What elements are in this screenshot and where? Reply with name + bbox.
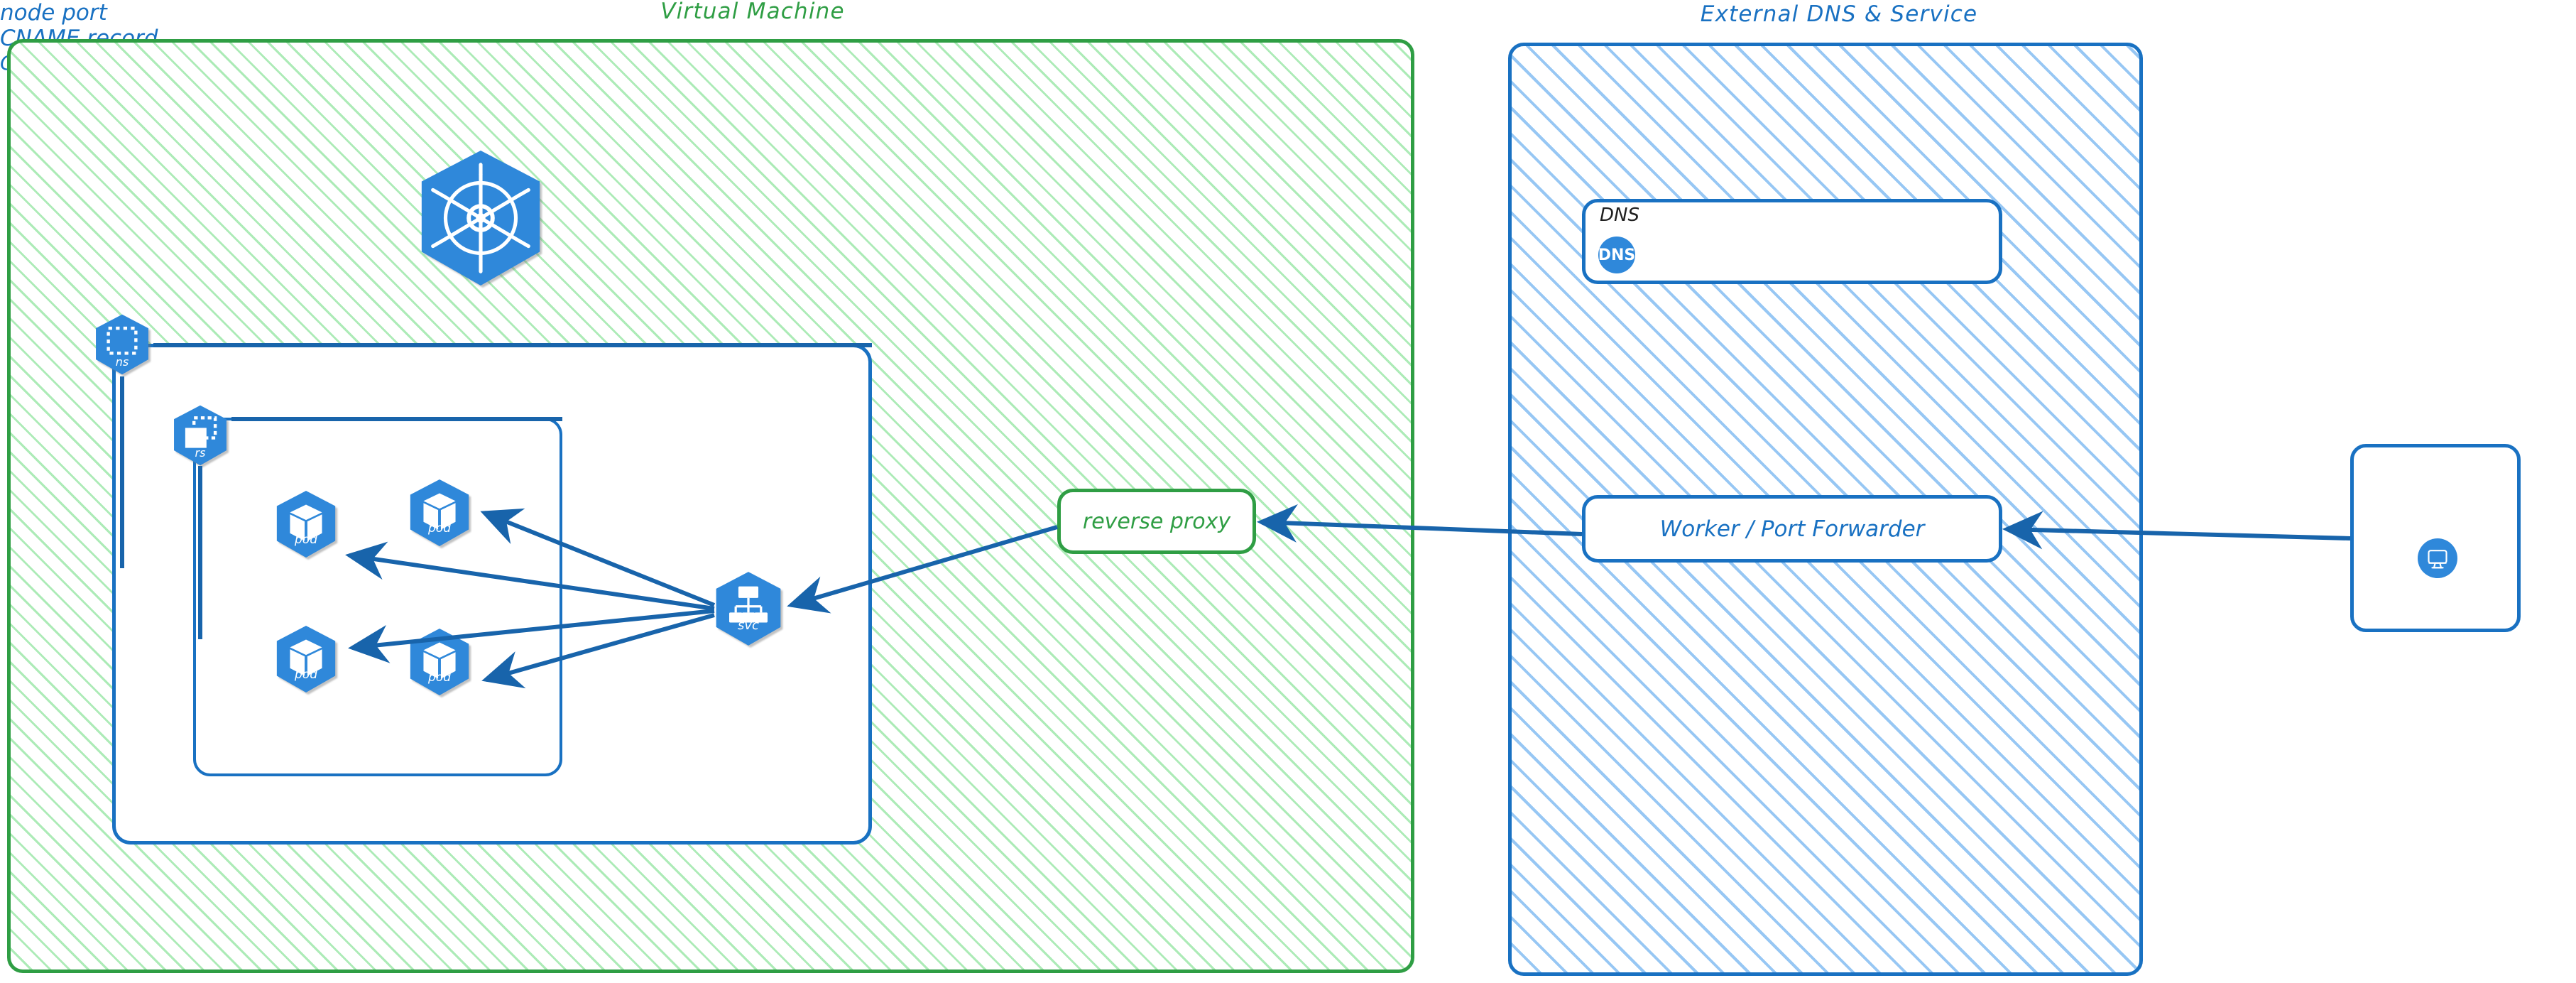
- pod-icon-4: pod: [405, 626, 474, 697]
- ci-laptop-box[interactable]: [2350, 444, 2521, 632]
- monitor-circle-icon: [2418, 538, 2457, 578]
- dns-circle-icon: DNS: [1598, 237, 1635, 273]
- dns-icon-text: DNS: [1598, 246, 1636, 264]
- dns-card-tag: DNS: [1600, 205, 1639, 226]
- service-icon: svc: [710, 570, 787, 648]
- reverse-proxy-label: reverse proxy: [1082, 509, 1231, 534]
- pod-icon-2: pod: [405, 477, 474, 548]
- worker-label: Worker / Port Forwarder: [1659, 516, 1925, 542]
- replicaset-container-box: [193, 418, 562, 776]
- kubernetes-wheel-icon: [410, 147, 551, 289]
- external-group-title: External DNS & Service: [1700, 1, 1978, 27]
- pod-icon-1: pod: [271, 489, 341, 560]
- namespace-icon: ns: [91, 313, 153, 376]
- dns-record-card[interactable]: [1582, 199, 2002, 284]
- vm-group-title: Virtual Machine: [660, 0, 845, 24]
- pod-icon-3: pod: [271, 624, 341, 695]
- node-port-label: node port: [0, 0, 107, 26]
- worker-port-forwarder-box[interactable]: Worker / Port Forwarder: [1582, 495, 2002, 563]
- replicaset-icon: rs: [169, 403, 231, 467]
- reverse-proxy-box[interactable]: reverse proxy: [1057, 489, 1256, 554]
